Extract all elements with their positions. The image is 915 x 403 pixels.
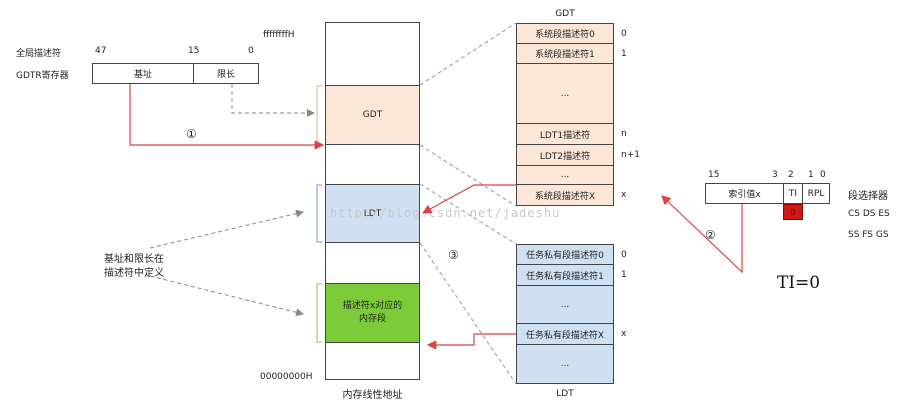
ldt-index-x: x <box>621 329 627 339</box>
memory-bottom-address: 00000000H <box>260 372 313 382</box>
note-line2: 描述符中定义 <box>104 268 164 279</box>
note-to-ldt-arrow <box>149 209 304 249</box>
selector-to-table-arrow <box>661 195 743 274</box>
watermark: http://blog.csdn.net/jadeshu <box>330 206 561 220</box>
ldt-table-title: LDT <box>556 389 574 399</box>
ldt-descriptor-to-ldt-arrow <box>421 184 516 214</box>
gdtr-bit-47: 47 <box>95 46 107 56</box>
step-marker-2: ② <box>705 228 716 242</box>
gdt-index-0: 0 <box>621 29 627 39</box>
memory-segment-line2: 内存段 <box>358 314 386 324</box>
selector-bit-15: 15 <box>708 170 720 180</box>
selector-registers-2: SS FS GS <box>848 230 889 240</box>
gdt-index-n-plus-1: n+1 <box>621 150 640 160</box>
limit-to-gdt-arrow <box>231 84 315 117</box>
base-to-gdt-arrow <box>129 84 325 150</box>
gdt-index-n: n <box>621 129 627 139</box>
selector-bit-0: 0 <box>820 170 826 180</box>
step-marker-3: ③ <box>448 248 459 262</box>
selector-bit-1: 1 <box>808 170 814 180</box>
descriptor-x-to-segment-arrow <box>426 333 516 350</box>
ldt-index-1: 1 <box>621 270 627 280</box>
memory-segment-x: 描述符x对应的 内存段 <box>325 283 420 343</box>
selector-bit-2: 2 <box>788 170 794 180</box>
ldt-index-0: 0 <box>621 250 627 260</box>
selector-bit-3: 3 <box>772 170 778 180</box>
gdt-index-1: 1 <box>621 49 627 59</box>
gdtr-title: 全局描述符 <box>16 49 62 59</box>
selector-rpl-field: RPL <box>802 183 830 204</box>
gdt-region-bracket <box>316 85 322 145</box>
ti-note: TI=0 <box>777 273 821 293</box>
note-to-segment-arrow <box>149 275 304 317</box>
gdtr-register-label: GDTR寄存器 <box>16 71 69 81</box>
segment-region-bracket <box>316 283 322 343</box>
gdtr-limit-field: 限长 <box>193 63 259 84</box>
ldt-projection-top <box>419 183 517 245</box>
gdtr-bit-15: 15 <box>188 46 200 56</box>
ldt-projection-bottom <box>419 242 517 385</box>
gdt-projection-top <box>419 22 517 86</box>
gdt-row-6: 系统段描述符X <box>516 184 614 206</box>
selector-label: 段选择器 <box>848 191 888 202</box>
gdtr-bit-0: 0 <box>248 46 254 56</box>
gdt-row-2: ... <box>516 63 614 124</box>
selector-registers-1: CS DS ES <box>848 209 890 219</box>
note-line1: 基址和限长在 <box>104 254 164 265</box>
gdt-table-title: GDT <box>555 9 575 19</box>
step-marker-1: ① <box>186 127 197 141</box>
ldt-row-4: ... <box>516 344 614 384</box>
gdt-projection-bottom <box>419 144 517 207</box>
memory-gdt-region: GDT <box>325 85 420 145</box>
memory-caption: 内存线性地址 <box>342 390 403 401</box>
memory-top-address: ffffffffH <box>263 30 295 40</box>
gdt-index-x: x <box>621 190 627 200</box>
selector-ti-value: 0 <box>783 204 803 220</box>
ldt-region-bracket <box>316 184 322 243</box>
memory-ldt-region: LDT <box>325 184 420 243</box>
memory-segment-line1: 描述符x对应的 <box>342 301 403 311</box>
